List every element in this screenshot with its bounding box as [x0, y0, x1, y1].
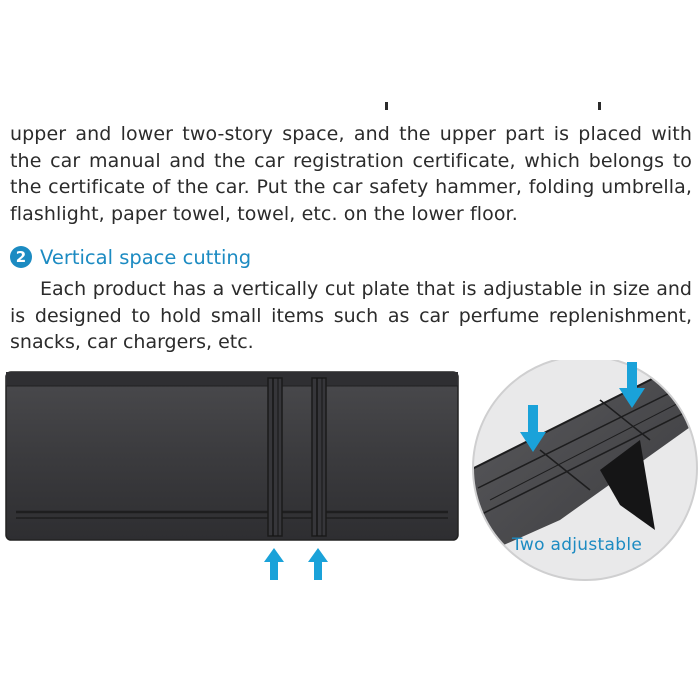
- feature-paragraph: Each product has a vertically cut plate …: [10, 278, 692, 353]
- section-title: Vertical space cutting: [40, 245, 252, 269]
- arrow-down-icon: [520, 405, 546, 452]
- divider-plate: [5, 371, 459, 541]
- cropped-text-fragments: [0, 102, 700, 116]
- product-illustration: [5, 360, 698, 581]
- arrow-down-icon: [619, 362, 645, 408]
- section-number-badge: 2: [10, 246, 32, 268]
- callout-label: Two adjustable: [512, 535, 643, 555]
- arrow-up-icon: [308, 548, 328, 580]
- zoom-detail-circle: [472, 360, 698, 581]
- arrow-up-icon: [264, 548, 284, 580]
- description-paragraph: upper and lower two-story space, and the…: [10, 123, 692, 225]
- section-heading: 2 Vertical space cutting: [10, 244, 251, 270]
